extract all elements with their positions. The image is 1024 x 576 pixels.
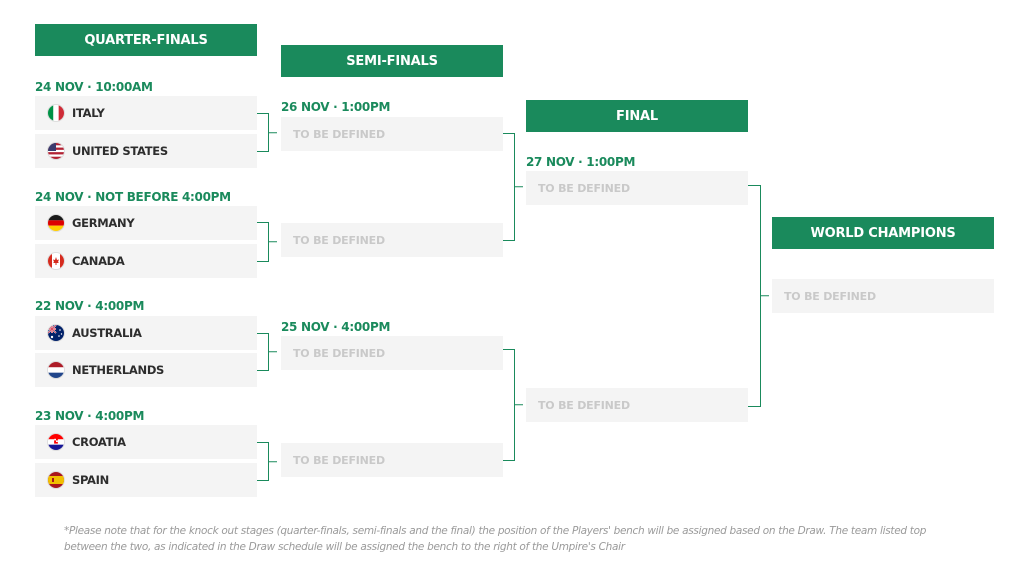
netherlands-flag-icon bbox=[48, 362, 64, 378]
team-row-italy[interactable]: ITALY bbox=[35, 96, 257, 130]
qf3-date: 22 NOV · 4:00PM bbox=[35, 299, 145, 313]
australia-flag-icon bbox=[48, 325, 64, 341]
team-row-netherlands[interactable]: NETHERLANDS bbox=[35, 353, 257, 387]
bracket-connector bbox=[257, 442, 277, 481]
team-name: AUSTRALIA bbox=[72, 326, 142, 340]
spain-flag-icon bbox=[48, 472, 64, 488]
team-row-australia[interactable]: AUSTRALIA bbox=[35, 316, 257, 350]
team-name: SPAIN bbox=[72, 473, 109, 487]
sf2-date: 25 NOV · 4:00PM bbox=[281, 320, 391, 334]
final-slot-top[interactable]: TO BE DEFINED bbox=[526, 171, 748, 205]
qf2-date: 24 NOV · NOT BEFORE 4:00PM bbox=[35, 190, 231, 204]
qf1-date: 24 NOV · 10:00AM bbox=[35, 80, 153, 94]
final-header: FINAL bbox=[526, 100, 748, 132]
champion-slot[interactable]: TO BE DEFINED bbox=[772, 279, 994, 313]
croatia-flag-icon bbox=[48, 434, 64, 450]
semi-finals-header: SEMI-FINALS bbox=[281, 45, 503, 77]
team-row-croatia[interactable]: CROATIA bbox=[35, 425, 257, 459]
team-row-spain[interactable]: SPAIN bbox=[35, 463, 257, 497]
usa-flag-icon bbox=[48, 143, 64, 159]
germany-flag-icon bbox=[48, 215, 64, 231]
team-row-canada[interactable]: CANADA bbox=[35, 244, 257, 278]
qf4-date: 23 NOV · 4:00PM bbox=[35, 409, 145, 423]
sf1-slot-bottom[interactable]: TO BE DEFINED bbox=[281, 223, 503, 257]
world-champions-header: WORLD CHAMPIONS bbox=[772, 217, 994, 249]
bench-assignment-footnote: *Please note that for the knock out stag… bbox=[64, 525, 927, 553]
team-name: CROATIA bbox=[72, 435, 126, 449]
italy-flag-icon bbox=[48, 105, 64, 121]
bracket-connector bbox=[748, 185, 769, 407]
team-name: NETHERLANDS bbox=[72, 363, 165, 377]
final-slot-bottom[interactable]: TO BE DEFINED bbox=[526, 388, 748, 422]
bracket-connector bbox=[257, 113, 277, 152]
bracket-connector bbox=[257, 333, 277, 371]
team-name: CANADA bbox=[72, 254, 125, 268]
sf1-slot-top[interactable]: TO BE DEFINED bbox=[281, 117, 503, 151]
bracket-connector bbox=[257, 222, 277, 262]
team-row-germany[interactable]: GERMANY bbox=[35, 206, 257, 240]
quarter-finals-header: QUARTER-FINALS bbox=[35, 24, 257, 56]
team-name: GERMANY bbox=[72, 216, 135, 230]
team-name: UNITED STATES bbox=[72, 144, 168, 158]
sf2-slot-top[interactable]: TO BE DEFINED bbox=[281, 336, 503, 370]
team-row-united-states[interactable]: UNITED STATES bbox=[35, 134, 257, 168]
final-date: 27 NOV · 1:00PM bbox=[526, 155, 636, 169]
sf2-slot-bottom[interactable]: TO BE DEFINED bbox=[281, 443, 503, 477]
sf1-date: 26 NOV · 1:00PM bbox=[281, 100, 391, 114]
bracket-connector bbox=[503, 349, 523, 461]
team-name: ITALY bbox=[72, 106, 105, 120]
bracket-connector bbox=[503, 133, 523, 241]
canada-flag-icon bbox=[48, 253, 64, 269]
